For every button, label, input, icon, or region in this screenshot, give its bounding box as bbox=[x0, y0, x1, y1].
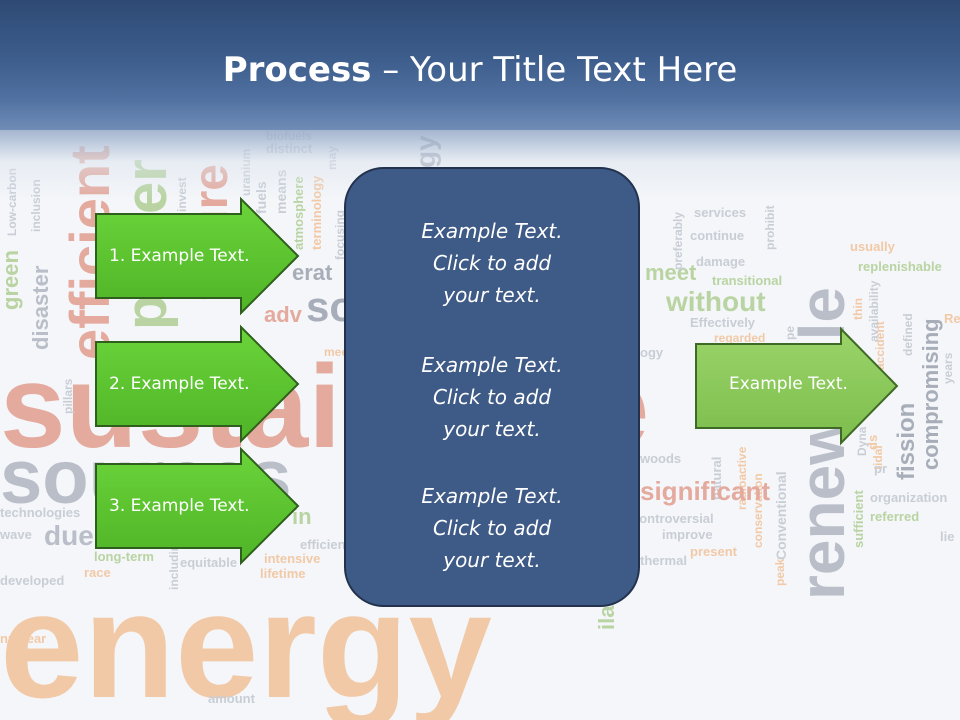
cloud-word: preferably bbox=[671, 211, 685, 270]
cloud-word: intensive bbox=[264, 551, 321, 566]
cloud-word: usually bbox=[850, 239, 895, 254]
center-content-panel[interactable]: Example Text. Click to add your text. Ex… bbox=[344, 167, 640, 607]
cloud-word: lie bbox=[940, 529, 955, 544]
title-rest: – Your Title Text Here bbox=[371, 50, 738, 90]
center-text-line: your text. bbox=[443, 417, 541, 441]
cloud-word: regarded bbox=[714, 331, 766, 345]
cloud-word: referred bbox=[870, 509, 920, 524]
cloud-word: organization bbox=[870, 490, 948, 505]
cloud-word: thin bbox=[851, 298, 865, 320]
cloud-word: equitable bbox=[180, 555, 238, 570]
cloud-word: developed bbox=[0, 573, 65, 588]
cloud-word: replenishable bbox=[858, 259, 942, 274]
cloud-word: controversial bbox=[632, 511, 714, 526]
center-text-line: Example Text. bbox=[421, 219, 563, 243]
left-arrow-3-label: 3. Example Text. bbox=[109, 496, 250, 516]
center-text-line: Click to add bbox=[432, 516, 552, 540]
cloud-word: due bbox=[44, 520, 94, 551]
center-text-line: Example Text. bbox=[421, 353, 563, 377]
center-text-line: Example Text. bbox=[421, 484, 563, 508]
right-arrow[interactable]: Example Text. bbox=[695, 326, 899, 446]
cloud-word: sufficient bbox=[851, 490, 866, 548]
arrow-right-icon bbox=[95, 196, 300, 316]
cloud-word: wave bbox=[0, 527, 32, 542]
cloud-word: pillars bbox=[61, 378, 75, 414]
left-arrow-2[interactable]: 2. Example Text. bbox=[95, 324, 301, 444]
cloud-word: long-term bbox=[94, 549, 154, 564]
cloud-word: improve bbox=[662, 527, 713, 542]
title-band bbox=[0, 0, 960, 130]
cloud-word: adv bbox=[264, 302, 302, 327]
cloud-word: race bbox=[84, 565, 111, 580]
center-text-line: Click to add bbox=[432, 251, 552, 275]
cloud-word: compromising bbox=[918, 318, 943, 470]
right-arrow-label: Example Text. bbox=[729, 374, 848, 394]
left-arrow-3[interactable]: 3. Example Text. bbox=[95, 446, 301, 566]
cloud-word: technologies bbox=[0, 505, 81, 520]
cloud-word: defined bbox=[901, 313, 915, 356]
cloud-word: amount bbox=[208, 691, 255, 706]
cloud-word: meet bbox=[645, 260, 697, 285]
cloud-word: Effectively bbox=[690, 315, 756, 330]
cloud-word: services bbox=[694, 205, 747, 220]
cloud-word: without bbox=[666, 286, 766, 317]
cloud-word: woods bbox=[640, 451, 682, 466]
cloud-word: prohibit bbox=[763, 205, 777, 250]
cloud-word: peak bbox=[773, 558, 787, 586]
cloud-word: disaster bbox=[28, 265, 53, 350]
cloud-word: mee bbox=[324, 345, 349, 359]
cloud-word: in bbox=[292, 504, 312, 529]
cloud-word: erat bbox=[292, 260, 333, 285]
cloud-word: pr bbox=[874, 461, 887, 476]
cloud-word: thermal bbox=[640, 553, 687, 568]
center-text-block-1[interactable]: Example Text. Click to add your text. bbox=[346, 215, 638, 311]
cloud-word: ogy bbox=[640, 345, 664, 360]
arrow-right-icon bbox=[695, 326, 899, 446]
arrow-right-icon bbox=[95, 446, 300, 566]
left-arrow-1-label: 1. Example Text. bbox=[109, 246, 250, 266]
cloud-word: continue bbox=[690, 228, 745, 243]
cloud-word: significant bbox=[640, 476, 771, 506]
slide-title: Process – Your Title Text Here bbox=[0, 50, 960, 90]
left-arrow-1[interactable]: 1. Example Text. bbox=[95, 196, 301, 316]
arrow-right-icon bbox=[95, 324, 300, 444]
cloud-word: years bbox=[941, 352, 955, 384]
center-text-block-3[interactable]: Example Text. Click to add your text. bbox=[346, 480, 638, 576]
cloud-word: nuclear bbox=[0, 631, 47, 646]
cloud-word: efficient bbox=[300, 537, 350, 552]
center-text-block-2[interactable]: Example Text. Click to add your text. bbox=[346, 349, 638, 445]
cloud-word: present bbox=[690, 544, 737, 559]
left-arrow-2-label: 2. Example Text. bbox=[109, 374, 250, 394]
cloud-word: Re bbox=[944, 311, 960, 326]
center-text-line: your text. bbox=[443, 283, 541, 307]
cloud-word: transitional bbox=[712, 273, 783, 288]
center-text-line: your text. bbox=[443, 548, 541, 572]
center-text-line: Click to add bbox=[432, 385, 552, 409]
cloud-word: lifetime bbox=[260, 566, 306, 581]
title-bold: Process bbox=[222, 50, 372, 90]
cloud-word: Conventional bbox=[773, 471, 789, 560]
cloud-word: damage bbox=[696, 254, 746, 269]
cloud-word: green bbox=[0, 250, 23, 310]
